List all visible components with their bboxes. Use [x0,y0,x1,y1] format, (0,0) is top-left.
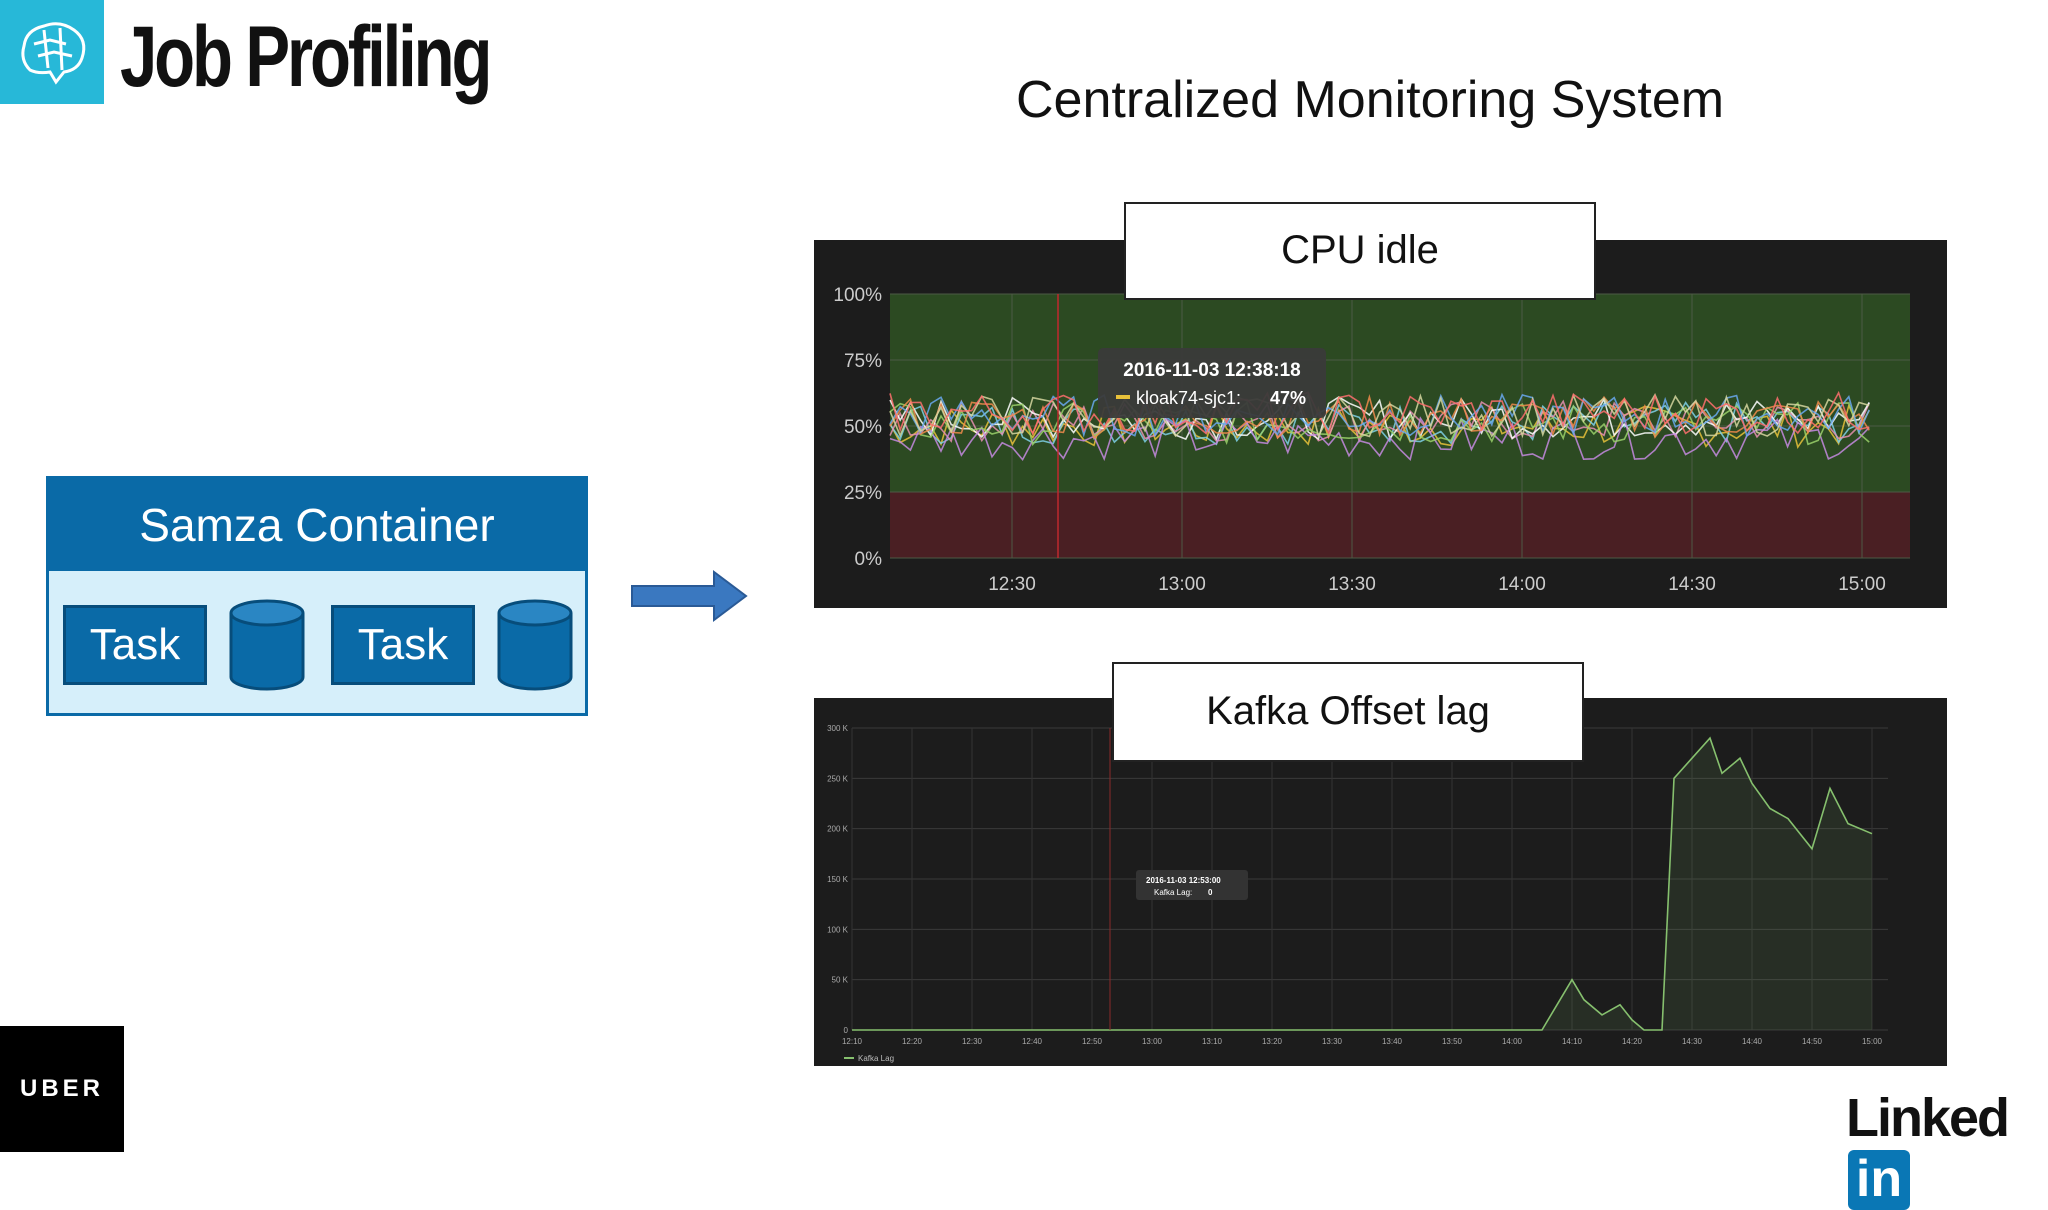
tooltip-box [1136,870,1248,900]
y-tick-label: 200 K [827,825,849,834]
x-tick-label: 14:20 [1622,1037,1643,1046]
slide-subtitle: Centralized Monitoring System [1016,71,1725,129]
cpu-series-line [889,414,1870,462]
x-tick-label: 12:30 [988,574,1036,595]
tooltip-swatch [1116,395,1130,399]
task-box: Task [331,605,475,685]
cpu-chart-label: CPU idle [1124,202,1596,300]
tooltip-time: 2016-11-03 12:38:18 [1123,360,1300,381]
task-box: Task [63,605,207,685]
x-tick-label: 13:40 [1382,1037,1403,1046]
linkedin-logo: Linkedin [1846,1088,2010,1210]
y-tick-label: 75% [844,351,882,372]
page-title: Job Profiling [120,9,492,105]
tooltip-value: 47% [1270,388,1306,408]
y-tick-label: 100 K [827,925,849,934]
y-tick-label: 50% [844,417,882,438]
samza-container-diagram: Samza Container Task Task [46,476,588,716]
y-tick-label: 50 K [832,976,849,985]
y-tick-label: 0 [844,1026,849,1035]
tooltip-time: 2016-11-03 12:53:00 [1146,876,1221,885]
x-tick-label: 12:20 [902,1037,923,1046]
brain-icon [21,22,86,85]
y-tick-label: 150 K [827,875,849,884]
alert-band [890,492,1910,558]
uber-logo: UBER [0,1026,124,1152]
x-tick-label: 14:00 [1502,1037,1523,1046]
x-tick-label: 12:10 [842,1037,863,1046]
x-tick-label: 14:10 [1562,1037,1583,1046]
y-tick-label: 100% [833,285,882,306]
y-tick-label: 25% [844,483,882,504]
database-icon [497,599,573,691]
x-tick-label: 12:30 [962,1037,983,1046]
x-tick-label: 13:00 [1142,1037,1163,1046]
x-tick-label: 13:30 [1322,1037,1343,1046]
tooltip-series: Kafka Lag: [1154,888,1192,897]
tooltip-value: 0 [1208,888,1213,897]
samza-container-label: Samza Container [49,479,585,571]
y-tick-label: 0% [855,549,883,570]
x-tick-label: 13:30 [1328,574,1376,595]
y-tick-label: 300 K [827,724,849,733]
ok-band [890,294,1910,492]
x-tick-label: 13:00 [1158,574,1206,595]
x-tick-label: 15:00 [1862,1037,1883,1046]
x-tick-label: 14:30 [1668,574,1716,595]
x-tick-label: 13:20 [1262,1037,1283,1046]
tooltip-series: kloak74-sjc1: [1136,388,1241,408]
kafka-series-line [852,736,1873,1031]
cpu-idle-chart: 100% 75% 50% 25% 0% 12:30 13:00 13:30 14:00 14:30… [814,240,1947,608]
cpu-series-line [889,392,1870,439]
database-icon [229,599,305,691]
kafka-chart-canvas: 300 K 250 K 200 K 150 K 100 K 50 K 0 12:10 12:20… [827,724,1888,1063]
kafka-area [852,738,1872,1030]
cpu-series-line [889,394,1870,440]
x-tick-label: 13:50 [1442,1037,1463,1046]
x-tick-label: 14:50 [1802,1037,1823,1046]
x-tick-label: 15:00 [1838,574,1886,595]
legend-label: Kafka Lag [858,1054,894,1063]
x-tick-label: 14:40 [1742,1037,1763,1046]
cpu-series-line [889,390,1870,436]
arrow-right-icon [631,570,748,622]
cpu-chart-canvas: 100% 75% 50% 25% 0% 12:30 13:00 13:30 14:00 14:30… [833,285,1910,595]
x-tick-label: 14:30 [1682,1037,1703,1046]
brain-logo [0,0,104,104]
cpu-series-line [889,392,1870,439]
x-tick-label: 12:50 [1082,1037,1103,1046]
x-tick-label: 13:10 [1202,1037,1223,1046]
tooltip-box [1098,348,1326,418]
x-tick-label: 14:00 [1498,574,1546,595]
y-tick-label: 250 K [827,774,849,783]
x-tick-label: 12:40 [1022,1037,1043,1046]
kafka-chart-label: Kafka Offset lag [1112,662,1584,762]
